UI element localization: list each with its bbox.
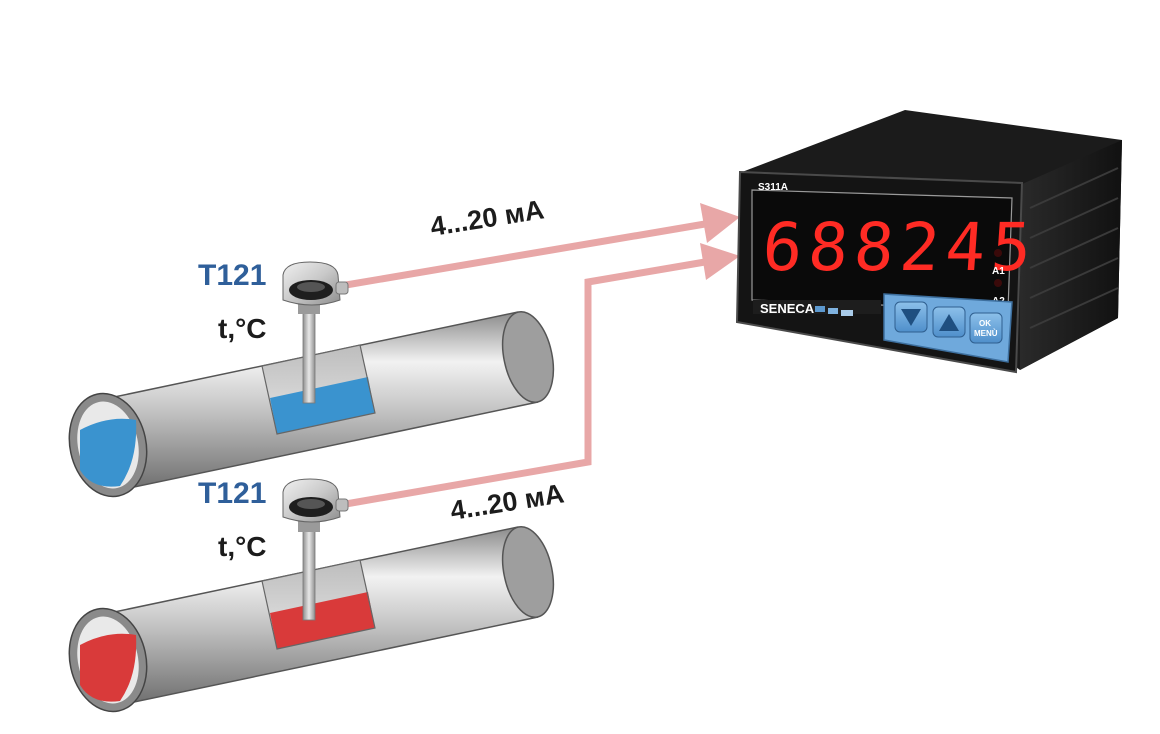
triangle-down-icon bbox=[901, 309, 921, 326]
signal-arrow-bottom bbox=[339, 243, 740, 509]
fluid-hot bbox=[270, 592, 375, 649]
alarm-led-a2 bbox=[994, 279, 1002, 287]
sensor-model-label-bottom: T121 bbox=[198, 477, 266, 510]
sensor-measure-label-bottom: t,°C bbox=[218, 531, 267, 562]
button-ok-menu[interactable]: OK MENÙ bbox=[969, 312, 1003, 344]
menu-label: MENÙ bbox=[974, 329, 998, 338]
sensor-measure-label-top: t,°C bbox=[218, 313, 267, 344]
display-readout: 688245 bbox=[760, 209, 1040, 286]
sensor-bottom bbox=[282, 478, 349, 621]
panel-indicator: S311A 688245 A1 A2 SENECA OK MENÙ bbox=[735, 110, 1122, 374]
button-down[interactable] bbox=[894, 301, 928, 333]
brand-logo: SENECA bbox=[760, 301, 815, 316]
button-up[interactable] bbox=[932, 306, 966, 338]
signal-label-top: 4...20 мА bbox=[428, 194, 546, 242]
signal-arrow-top bbox=[336, 203, 740, 290]
fluid-cold bbox=[270, 377, 375, 434]
triangle-up-icon bbox=[939, 314, 959, 331]
alarm-label-a1: A1 bbox=[992, 266, 1005, 277]
sensor-top bbox=[282, 261, 349, 404]
pipe-cold bbox=[68, 310, 555, 498]
indicator-model-label: S311A bbox=[758, 182, 788, 193]
alarm-led-a1 bbox=[994, 249, 1002, 257]
ok-label: OK bbox=[979, 319, 991, 328]
pipe-hot bbox=[68, 525, 555, 713]
sensor-model-label-top: T121 bbox=[198, 259, 266, 292]
